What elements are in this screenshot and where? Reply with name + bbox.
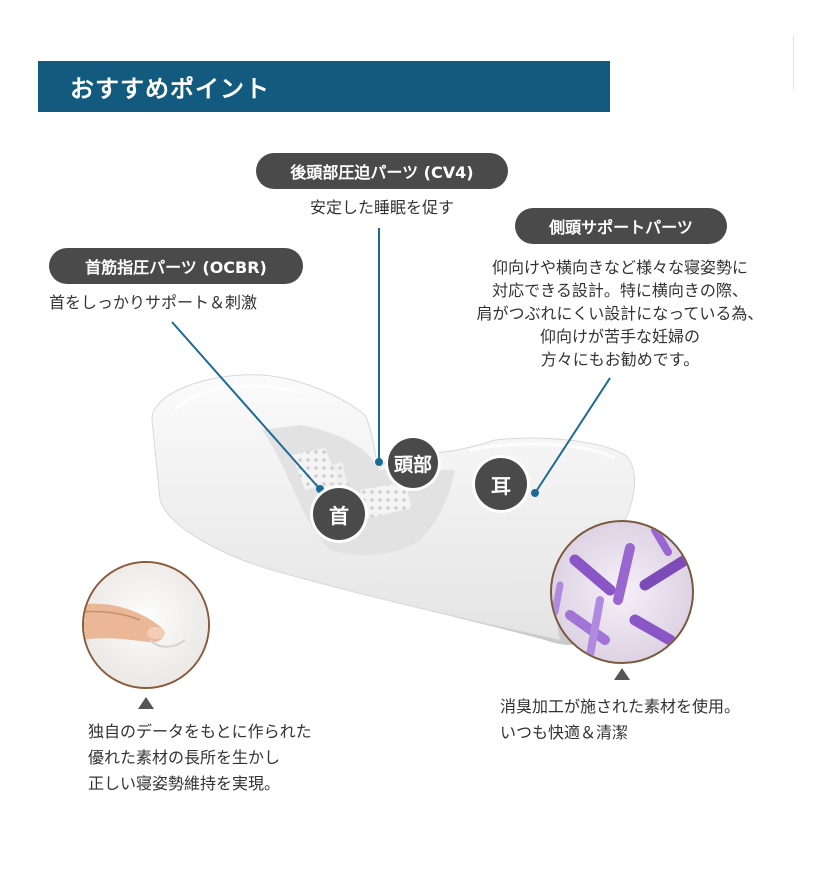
material-caption: 消臭加工が施された素材を使用。 いつも快適＆清潔: [500, 694, 740, 746]
leader-dot-neck: [316, 485, 324, 493]
neck-part-label: 首筋指圧パーツ (OCBR): [49, 248, 303, 284]
side-head-part-label: 側頭サポートパーツ: [515, 208, 727, 244]
edge-divider: [793, 35, 794, 91]
description-line: 安定した睡眠を促す: [309, 198, 454, 217]
description-line: 首をしっかりサポート＆刺激: [49, 293, 258, 312]
finger-pressing-foam-photo: [82, 561, 210, 689]
neck-marker: 首: [313, 488, 365, 540]
foam-caption-pointer-icon: [138, 697, 154, 709]
back-head-part-description: 安定した睡眠を促す: [256, 196, 508, 219]
leader-line-side: [536, 377, 611, 491]
cervical-pillow-illustration: [151, 374, 635, 645]
description-line: 対応できる設計。特に横向きの際、: [492, 281, 748, 300]
side-head-part-description: 仰向けや横向きなど様々な寝姿勢に 対応できる設計。特に横向きの際、 肩がつぶれに…: [442, 256, 798, 371]
description-line: 方々にもお勧めです。: [540, 350, 700, 369]
neck-part-description: 首をしっかりサポート＆刺激: [49, 291, 257, 314]
back-head-part-label: 後頭部圧迫パーツ (CV4): [256, 153, 508, 189]
foam-caption: 独自のデータをもとに作られた 優れた素材の長所を生かし 正しい寝姿勢維持を実現。: [88, 719, 312, 797]
caption-line: 消臭加工が施された素材を使用。: [500, 697, 741, 716]
material-caption-pointer-icon: [614, 668, 630, 680]
section-banner: おすすめポイント: [38, 61, 610, 112]
description-line: 肩がつぶれにくい設計になっている為、: [476, 304, 764, 323]
microscope-bacteria-photo: [550, 520, 694, 664]
caption-line: 正しい寝姿勢維持を実現。: [88, 774, 281, 793]
caption-line: 独自のデータをもとに作られた: [88, 722, 312, 741]
description-line: 仰向けや横向きなど様々な寝姿勢に: [491, 258, 748, 277]
section-title: おすすめポイント: [70, 75, 270, 103]
head-marker: 頭部: [388, 438, 438, 488]
ear-marker: 耳: [475, 458, 527, 510]
leader-dot-side: [531, 489, 539, 497]
caption-line: 優れた素材の長所を生かし: [88, 748, 281, 767]
description-line: 仰向けが苦手な妊婦の: [539, 327, 700, 346]
leader-line-neck: [171, 321, 319, 488]
caption-line: いつも快適＆清潔: [500, 723, 629, 742]
leader-dot-back-head: [375, 458, 383, 466]
leader-lines: [171, 228, 611, 497]
